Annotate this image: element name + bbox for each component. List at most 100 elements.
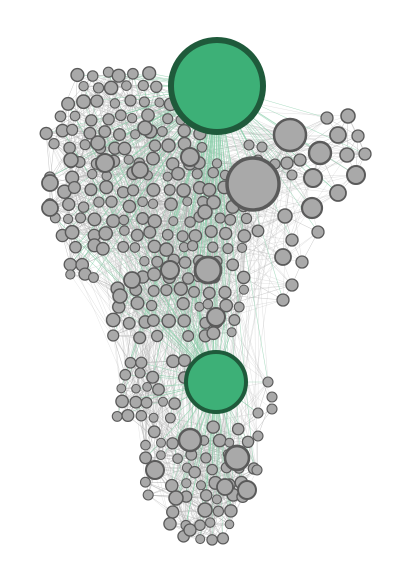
graph-node: [105, 195, 118, 208]
graph-node: [196, 141, 208, 153]
graph-node: [130, 296, 145, 311]
graph-node: [181, 478, 192, 489]
graph-node: [285, 278, 299, 292]
graph-node: [293, 153, 307, 167]
graph-node: [152, 383, 165, 396]
graph-node: [240, 212, 253, 225]
graph-node: [118, 214, 130, 226]
edge: [200, 510, 232, 540]
edge: [145, 417, 154, 458]
graph-node: [165, 478, 179, 493]
graph-node: [178, 256, 192, 269]
graph-node: [67, 180, 81, 195]
graph-node: [139, 451, 153, 465]
graph-node: [351, 129, 365, 143]
edge: [121, 118, 168, 389]
graph-node: [224, 519, 235, 530]
graph-node: [168, 216, 179, 227]
graph-node: [139, 476, 151, 488]
edge: [141, 415, 146, 458]
graph-node: [320, 111, 334, 125]
graph-node: [79, 139, 91, 151]
edge: [247, 408, 273, 442]
graph-node: [84, 183, 98, 197]
graph-node: [183, 523, 197, 537]
graph-node: [98, 125, 112, 139]
hub-layer: [168, 37, 308, 414]
graph-node: [339, 147, 355, 163]
graph-node: [274, 248, 292, 266]
graph-node: [64, 224, 80, 240]
graph-node: [182, 330, 195, 342]
graph-node: [86, 168, 98, 180]
graph-node: [146, 370, 160, 384]
graph-node: [88, 272, 99, 283]
graph-node: [62, 197, 76, 212]
edge: [145, 131, 151, 446]
graph-node: [124, 94, 137, 107]
graph-node: [171, 166, 186, 181]
green-hub-node: [184, 350, 248, 414]
graph-node: [146, 151, 160, 166]
graph-node: [161, 228, 174, 241]
graph-node: [65, 269, 76, 280]
graph-node: [329, 126, 347, 144]
graph-node: [122, 316, 136, 330]
graph-node: [116, 383, 127, 394]
graph-node: [106, 214, 121, 228]
graph-node: [114, 109, 127, 122]
graph-node: [133, 331, 147, 345]
edge: [145, 402, 147, 446]
edge: [75, 247, 217, 383]
graph-node: [102, 113, 115, 126]
edge: [238, 381, 269, 430]
edge: [117, 230, 125, 289]
graph-node: [286, 169, 298, 181]
graph-node: [277, 208, 293, 224]
edge: [45, 133, 51, 178]
graph-node: [176, 183, 191, 198]
graph-node: [216, 478, 234, 496]
graph-node: [214, 212, 226, 224]
graph-node: [218, 285, 232, 300]
edge: [60, 74, 78, 117]
graph-node: [158, 396, 168, 407]
graph-node: [77, 201, 90, 213]
graph-node: [147, 213, 162, 229]
graph-node: [252, 430, 264, 442]
node-layer: [39, 66, 372, 546]
graph-node: [223, 444, 251, 472]
graph-node: [237, 480, 257, 500]
graph-node: [86, 70, 99, 82]
graph-node: [329, 184, 347, 202]
graph-node: [105, 312, 121, 328]
graph-node: [266, 391, 278, 403]
edge: [102, 248, 145, 262]
graph-node: [119, 225, 130, 236]
edge: [171, 445, 187, 486]
edge: [132, 156, 191, 191]
graph-node: [131, 161, 149, 179]
graph-node: [177, 124, 191, 138]
graph-node: [206, 326, 221, 341]
edge: [71, 232, 217, 383]
graph-node: [116, 185, 130, 199]
graph-node: [202, 286, 216, 300]
graph-node: [117, 141, 132, 156]
graph-node: [224, 437, 235, 448]
graph-node: [195, 534, 206, 545]
graph-node: [112, 288, 128, 304]
graph-node: [262, 376, 274, 388]
graph-node: [63, 152, 79, 168]
graph-node: [224, 213, 237, 226]
graph-node: [168, 397, 181, 410]
graph-node: [143, 225, 157, 239]
graph-node: [224, 504, 238, 518]
graph-node: [231, 422, 245, 436]
graph-node: [207, 166, 219, 179]
graph-node: [66, 123, 79, 136]
green-hub-node: [168, 37, 266, 135]
edge: [216, 85, 255, 469]
graph-node: [159, 242, 174, 257]
graph-node: [211, 494, 222, 505]
